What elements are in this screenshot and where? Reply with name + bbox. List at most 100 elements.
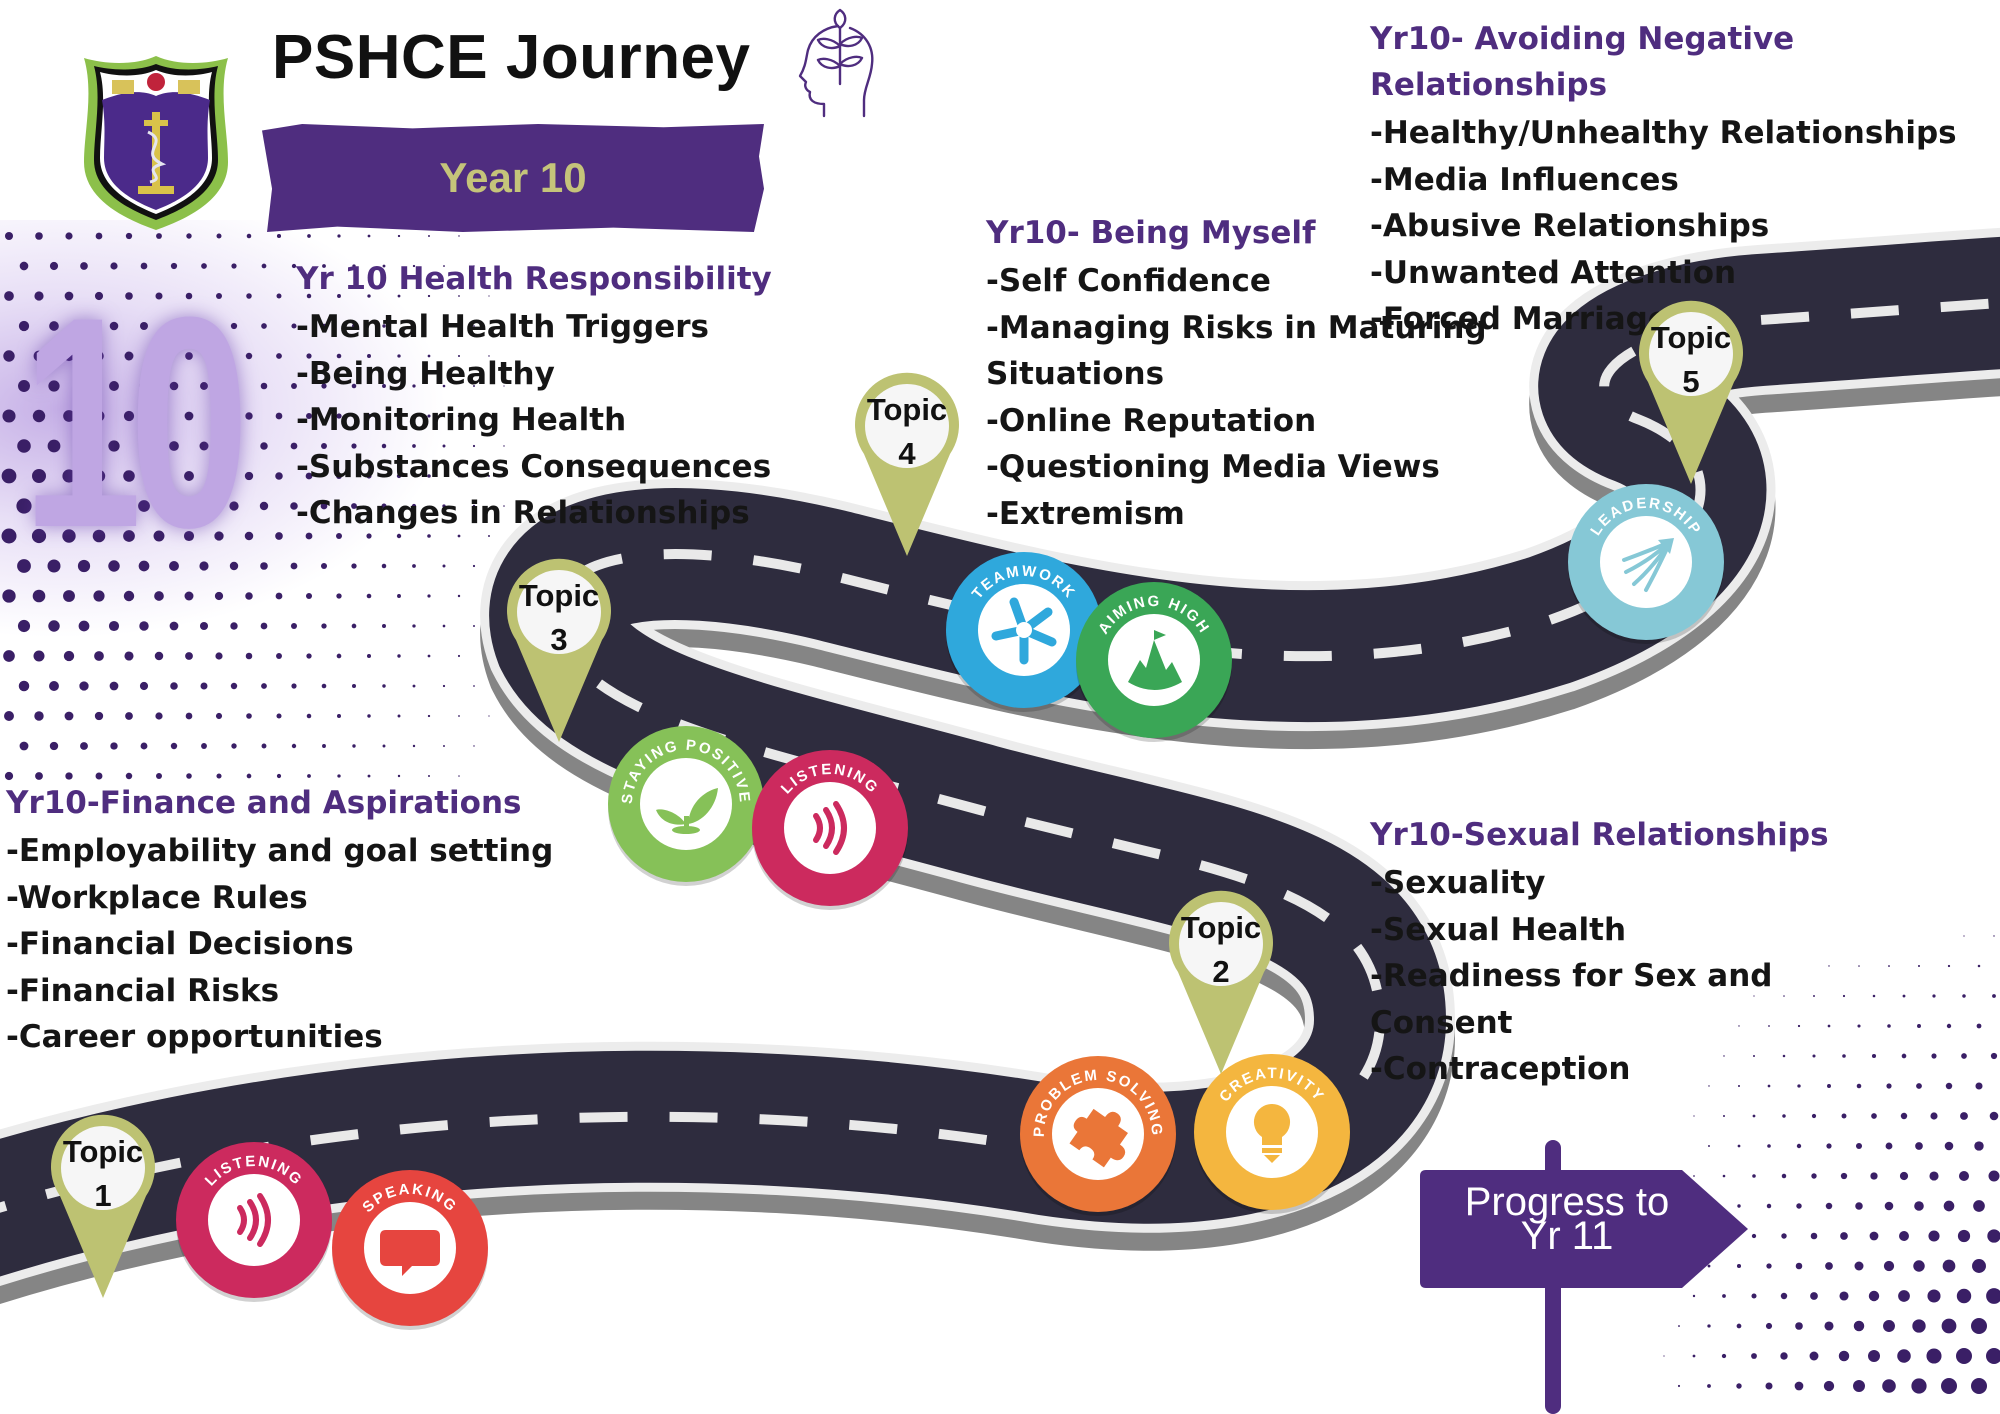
halftone-dot <box>1780 1352 1788 1360</box>
halftone-dot <box>95 772 103 780</box>
halftone-dot <box>337 234 341 238</box>
halftone-dot <box>139 381 149 391</box>
halftone-dot <box>139 621 149 631</box>
halftone-dot <box>442 444 446 448</box>
halftone-dot <box>125 772 133 780</box>
halftone-dot <box>320 562 328 570</box>
halftone-dot <box>3 350 15 362</box>
halftone-dot <box>427 474 431 478</box>
halftone-dot <box>367 294 371 298</box>
pin-number: 4 <box>898 436 916 471</box>
halftone-dot <box>78 620 90 632</box>
halftone-dot <box>458 295 460 297</box>
halftone-dot <box>412 684 416 688</box>
halftone-dot <box>1888 965 1890 967</box>
halftone-dot <box>1956 1348 1972 1364</box>
map-pin-icon <box>507 558 611 742</box>
halftone-dot <box>382 624 386 628</box>
topic-item: -Sexuality <box>1370 865 1546 901</box>
halftone-dot <box>396 473 402 479</box>
topic-item: -Substances Consequences <box>296 448 772 485</box>
halftone-dot <box>427 594 431 598</box>
halftone-dot <box>46 498 62 514</box>
halftone-dot <box>488 355 490 357</box>
halftone-dot <box>442 564 446 568</box>
halftone-dot <box>245 352 253 360</box>
halftone-dot <box>1971 1318 1987 1334</box>
halftone-dot <box>306 653 312 659</box>
halftone-dots-right <box>1663 935 2000 1394</box>
topic-item: -Healthy/Unhealthy Relationships <box>1370 115 1957 151</box>
halftone-dot <box>94 351 104 361</box>
topic-item: -Questioning Media Views <box>986 449 1440 485</box>
topic-item: -Unwanted Attention <box>1370 254 1737 291</box>
topic-item: -Financial Risks <box>6 972 280 1009</box>
halftone-dot <box>48 620 60 632</box>
halftone-dot <box>336 353 342 359</box>
speech-bubble-icon: SPEAKING <box>332 1170 488 1330</box>
halftone-dot <box>201 743 207 749</box>
halftone-dot <box>1944 1141 1954 1151</box>
sound-waves-icon: LISTENING <box>752 750 908 910</box>
halftone-dot <box>472 564 476 568</box>
halftone-dot <box>214 591 224 601</box>
map-pin-icon <box>1639 300 1743 484</box>
halftone-dot <box>110 262 118 270</box>
halftone-dot <box>1973 1200 1985 1212</box>
signpost <box>1420 1140 1748 1414</box>
halftone-dot <box>1766 1263 1772 1269</box>
halftone-dot <box>154 591 164 601</box>
halftone-dot <box>1752 1114 1756 1118</box>
topic-item: -Readiness for Sex and Consent <box>1370 958 1773 1041</box>
halftone-dot <box>230 322 238 330</box>
halftone-dot <box>1768 1025 1770 1027</box>
halftone-dot <box>245 412 253 420</box>
halftone-dot <box>1828 965 1830 967</box>
halftone-dot <box>199 621 209 631</box>
halftone-dot <box>352 264 356 268</box>
halftone-dot <box>47 559 61 573</box>
skill-badge-speaking: SPEAKING <box>330 1168 490 1330</box>
halftone-dot <box>1945 1082 1953 1090</box>
map-pin-icon <box>855 372 959 556</box>
halftone-dot <box>337 714 341 718</box>
halftone-dot <box>185 712 193 720</box>
year-label: Year 10 <box>439 154 587 201</box>
halftone-dot <box>154 651 164 661</box>
halftone-dot <box>123 410 135 422</box>
halftone-dot <box>290 562 298 570</box>
halftone-dot <box>214 531 224 541</box>
halftone-dot <box>1914 1201 1924 1211</box>
halftone-dot <box>80 262 88 270</box>
halftone-dot <box>1986 1348 2000 1364</box>
halftone-dot <box>200 382 208 390</box>
map-pin-icon <box>50 1114 155 1298</box>
halftone-dot <box>64 711 74 721</box>
halftone-dot <box>336 653 342 659</box>
halftone-dot <box>473 385 475 387</box>
halftone-dot <box>1989 1111 1999 1121</box>
halftone-dot <box>261 263 267 269</box>
topic-item: -Contraception <box>1370 1051 1631 1087</box>
halftone-dot <box>244 471 254 481</box>
halftone-dot <box>1987 1229 2000 1243</box>
halftone-dot <box>411 503 417 509</box>
halftone-dot <box>1961 1053 1967 1059</box>
halftone-dot <box>186 773 192 779</box>
halftone-dot <box>1946 1023 1952 1029</box>
section-title: Yr 10 Health Responsibility <box>296 261 772 297</box>
halftone-dot <box>457 474 461 478</box>
halftone-dot <box>64 291 74 301</box>
halftone-dot <box>2 589 16 603</box>
halftone-dot <box>1721 1353 1727 1359</box>
halftone-dot <box>1854 1261 1864 1271</box>
halftone-dot <box>109 381 119 391</box>
halftone-dot <box>427 534 431 538</box>
section-title: Yr10-Finance and Aspirations <box>6 785 522 821</box>
halftone-dot <box>428 775 430 777</box>
halftone-dot <box>261 743 267 749</box>
pin-number: 1 <box>94 1178 112 1213</box>
halftone-dot <box>170 682 178 690</box>
topic-item: -Online Reputation <box>986 402 1317 439</box>
halftone-dot <box>1992 994 1996 998</box>
